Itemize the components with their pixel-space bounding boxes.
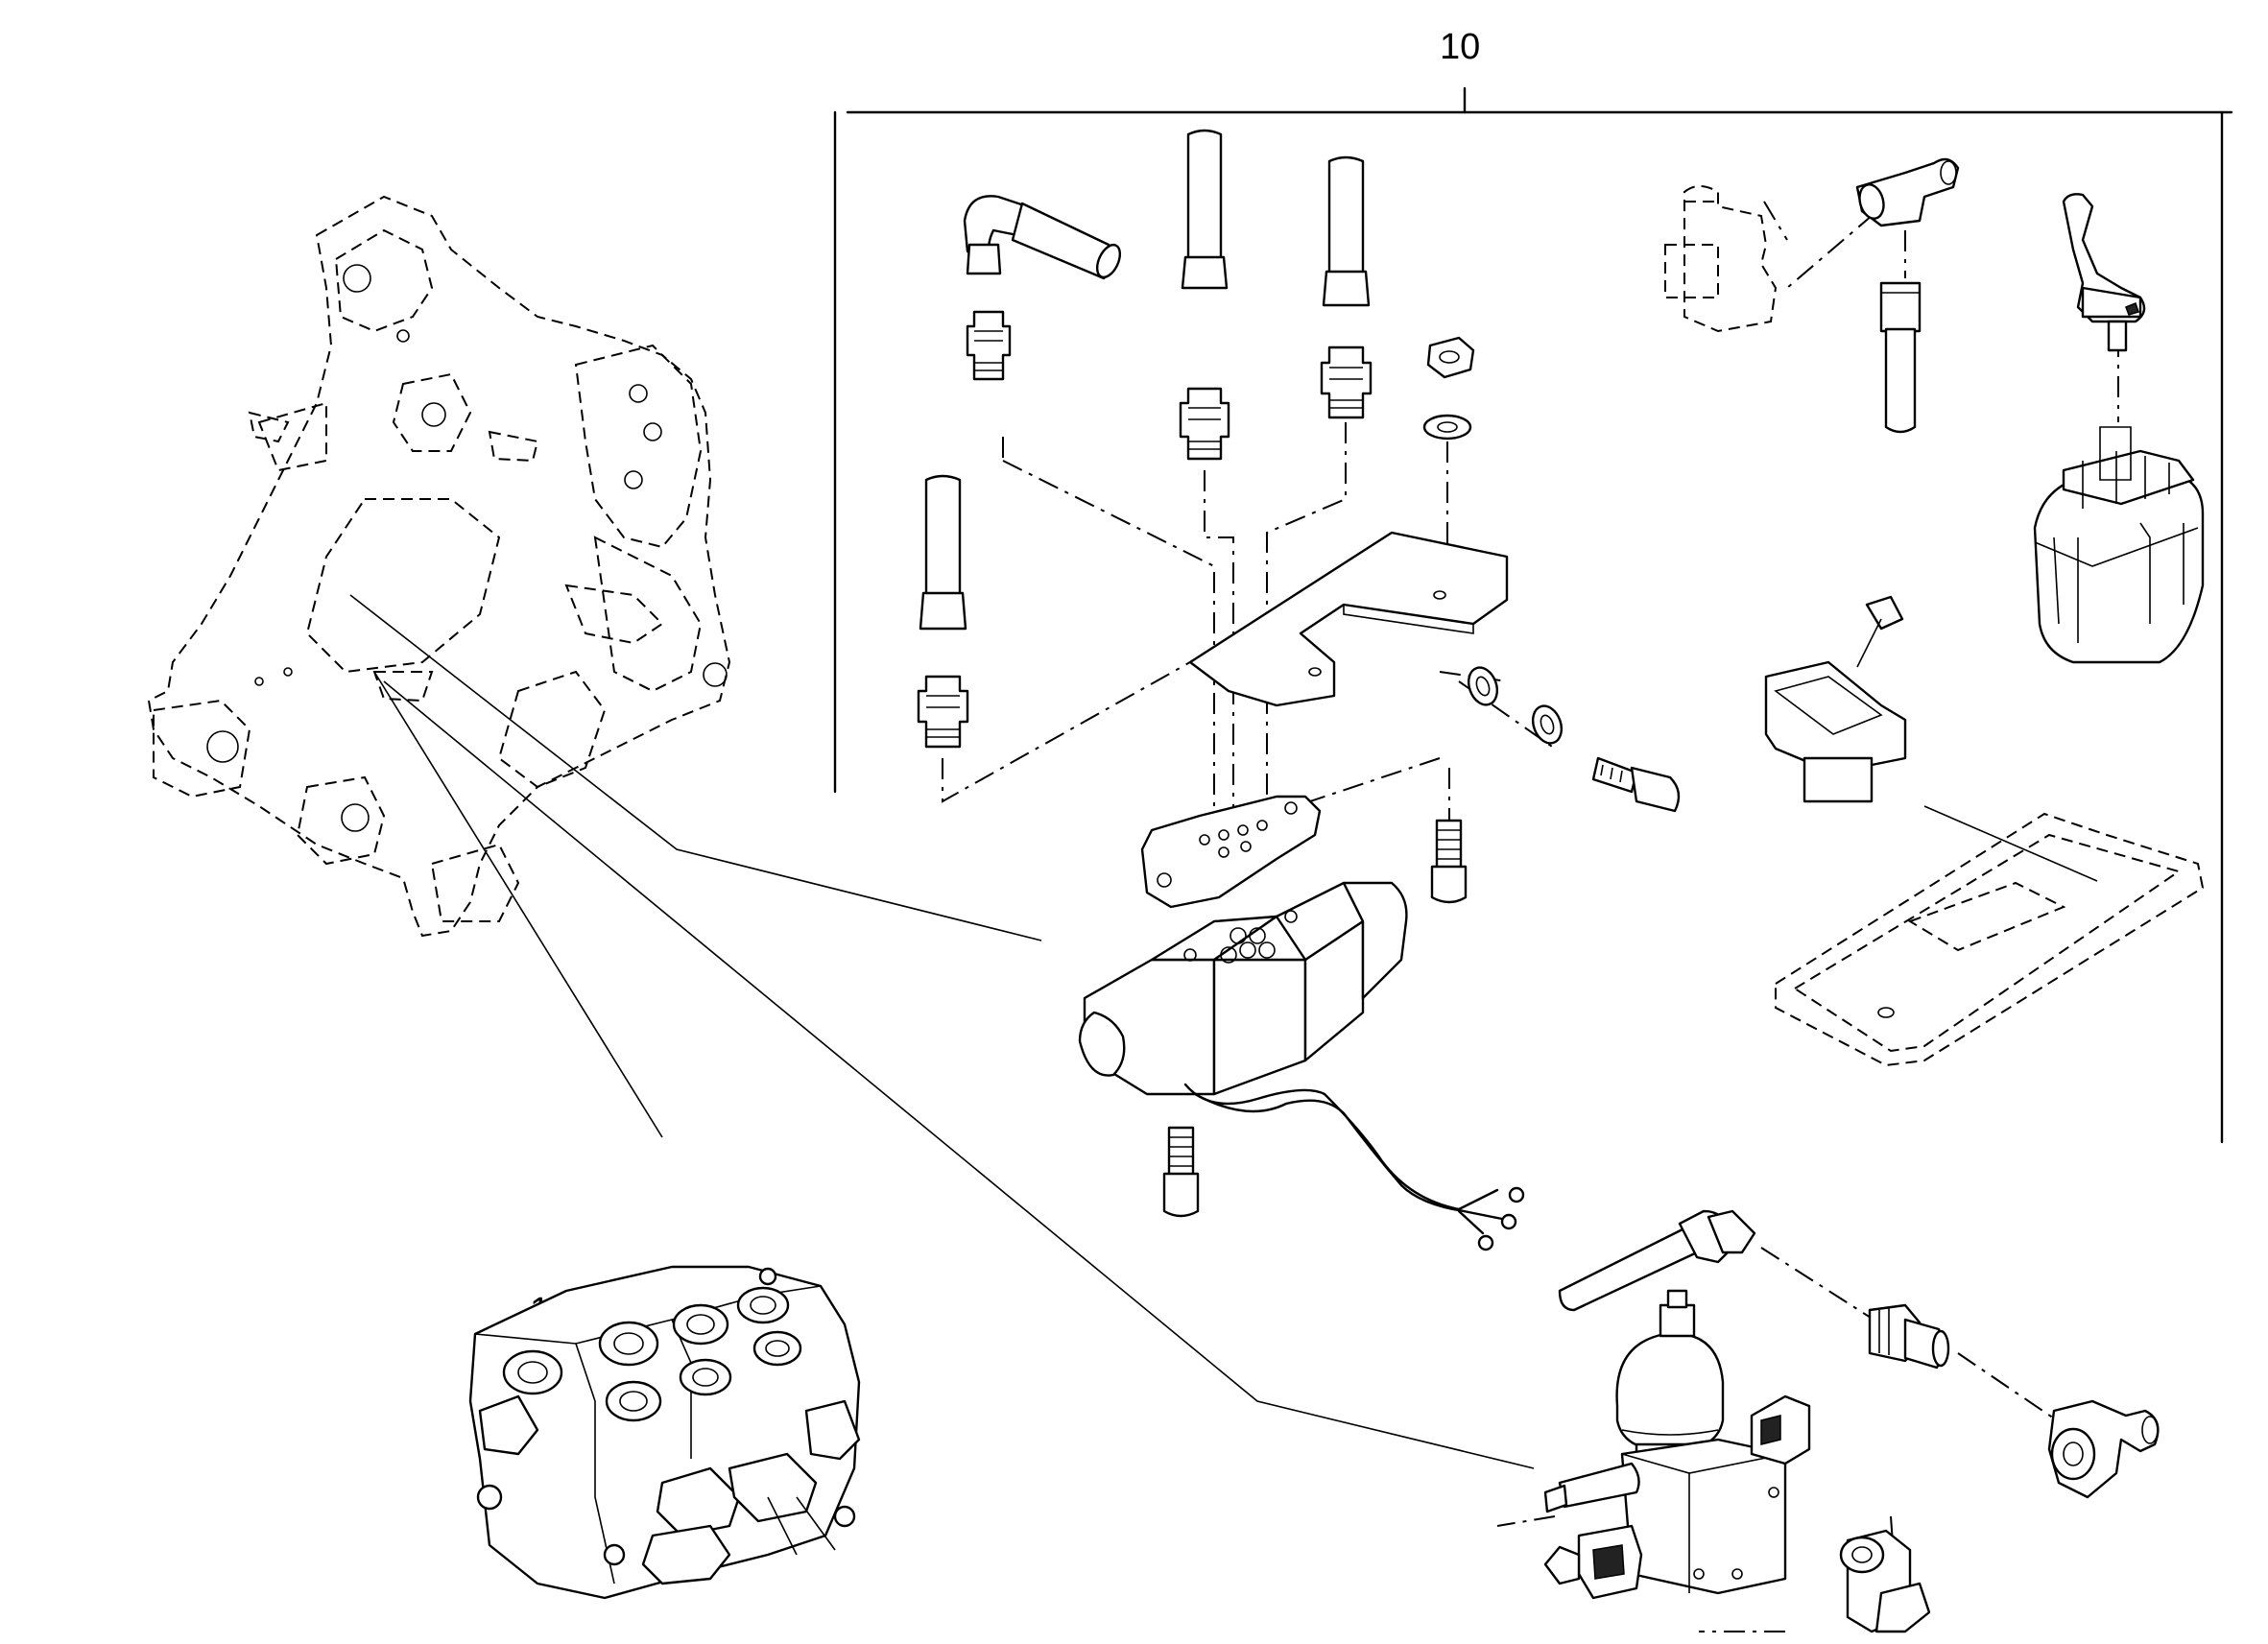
hose-fitting-b: [1322, 155, 1371, 307]
frame-ghost: [147, 195, 731, 938]
assembly-lines: [942, 186, 2119, 1632]
elbow-hose-lower: [1558, 1209, 1756, 1312]
cap-screw-b: [1430, 819, 1468, 904]
main-control-valve: [468, 1265, 861, 1600]
adapter-b: [1179, 387, 1230, 461]
cap-screw-c: [1162, 1126, 1200, 1218]
adapter-a: [966, 310, 1012, 381]
joystick-base: [2033, 426, 2205, 664]
hose-fitting-c: [919, 474, 967, 631]
adapter-lower: [1868, 1303, 1950, 1370]
port-plate: [1140, 795, 1322, 909]
tee-fitting-top: [1855, 157, 1960, 227]
hose-fitting-a: [1181, 129, 1229, 290]
washer: [1422, 414, 1472, 441]
switch-cap: [1865, 595, 1904, 631]
mounting-bracket: [1188, 531, 1509, 707]
accumulator-block: [1496, 1289, 1811, 1600]
elbow-fitting-lower: [1839, 1529, 1931, 1633]
wire-harness: [1183, 1083, 1525, 1251]
rocker-switch: [1764, 618, 1907, 803]
adapter-d: [917, 675, 969, 749]
elbow-fitting-hose: [963, 195, 1122, 280]
adapter-c: [1320, 345, 1373, 419]
o-ring-a: [1467, 666, 1499, 706]
ghost-bracket: [1664, 185, 1778, 333]
joystick-handle: [2062, 193, 2146, 352]
o-ring-b: [1531, 704, 1564, 745]
nut: [1426, 336, 1475, 379]
console-panel-ghost: [1775, 805, 2205, 1067]
hose-top: [1879, 281, 1922, 434]
assembly-bracket-10: [833, 86, 2233, 1144]
leader-lines: [349, 594, 1535, 1469]
tee-fitting-lower: [2047, 1399, 2160, 1499]
solenoid-valve: [1078, 881, 1408, 1096]
callout-assembly-10: 10: [1440, 27, 1481, 67]
cap-screw-a: [1591, 756, 1681, 813]
